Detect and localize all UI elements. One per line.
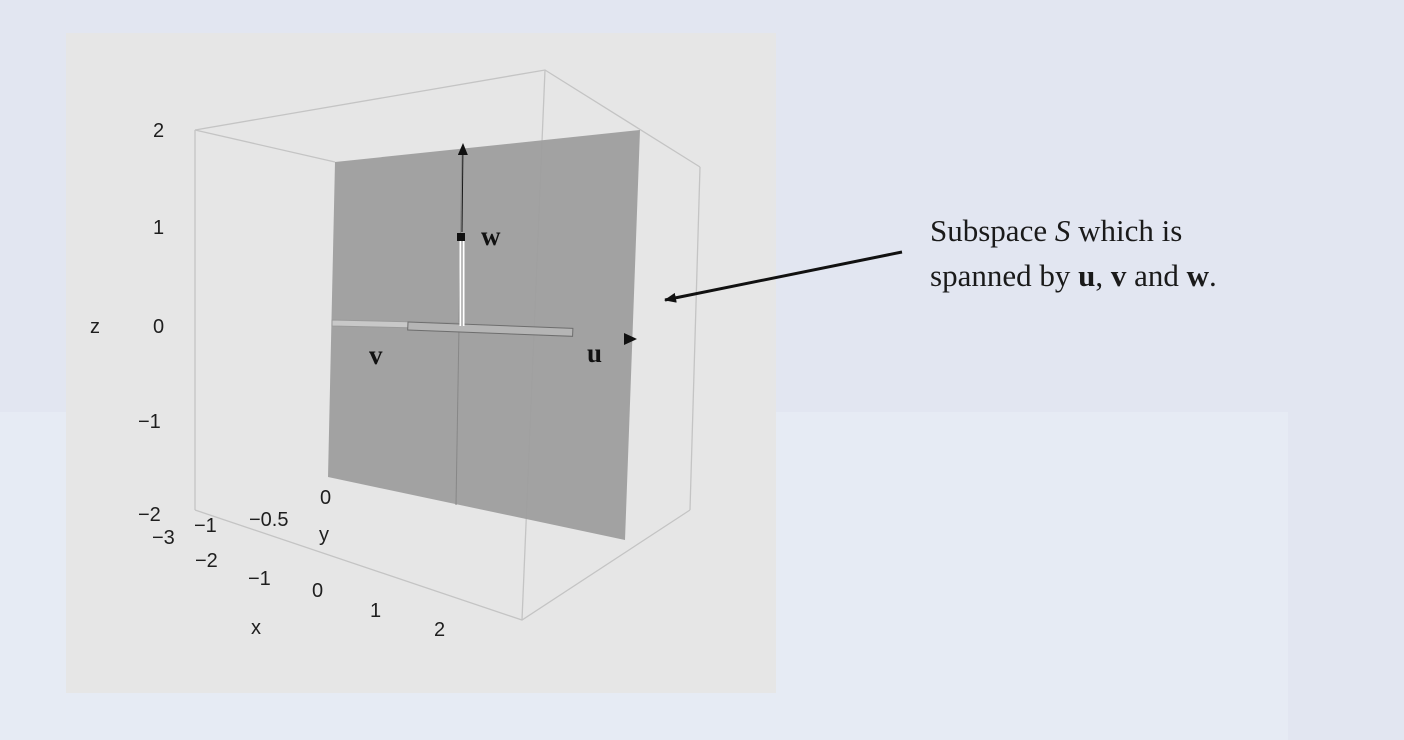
annotation-arrow <box>664 250 903 303</box>
z-tick-2: 2 <box>153 120 164 142</box>
y-tick-0: 0 <box>320 487 331 509</box>
subspace-symbol: S <box>1054 213 1071 248</box>
vector-label-u: u <box>587 338 602 368</box>
vector-w-tip <box>457 233 465 241</box>
vector-label-v: v <box>369 340 383 370</box>
y-tick-minus-1: −1 <box>194 515 217 537</box>
box-right-vertical-edge <box>689 166 701 511</box>
annotation-separator-1: , <box>1095 258 1111 293</box>
vector-u-bar <box>407 321 574 337</box>
annotation-vector-u: u <box>1078 258 1096 293</box>
x-tick-minus-3: −3 <box>152 527 175 549</box>
subspace-plane <box>328 130 640 540</box>
z-tick-minus-2: −2 <box>138 504 161 526</box>
annotation-spanned-by: spanned by <box>930 258 1079 293</box>
annotation-vector-v: v <box>1110 258 1127 293</box>
x-tick-0: 0 <box>312 580 323 602</box>
annotation-line-1: Subspace S which is <box>930 208 1370 253</box>
box-front-top-edge <box>194 129 336 163</box>
x-axis-label: x <box>251 617 261 639</box>
z-axis-label: z <box>90 316 100 338</box>
annotation-line-2: spanned by u, v and w. <box>930 253 1370 298</box>
z-axis: z 2 1 0 −1 −2 <box>90 120 164 526</box>
box-bottom-edges <box>194 509 691 621</box>
x-tick-2: 2 <box>434 619 445 641</box>
z-tick-0: 0 <box>153 316 164 338</box>
x-tick-minus-1: −1 <box>248 568 271 590</box>
annotation-suffix: which is <box>1070 213 1183 248</box>
annotation-separator-2: and <box>1126 258 1187 293</box>
subspace-annotation: Subspace S which is spanned by u, v and … <box>930 208 1370 298</box>
z-tick-minus-1: −1 <box>138 411 161 433</box>
x-tick-1: 1 <box>370 600 381 622</box>
y-axis-label: y <box>319 524 329 546</box>
annotation-vector-w: w <box>1186 258 1209 293</box>
annotation-period: . <box>1209 258 1217 293</box>
z-direction-arrow <box>457 143 468 233</box>
annotation-prefix: Subspace <box>930 213 1055 248</box>
x-axis: −3 −2 −1 0 1 2 x <box>152 527 445 641</box>
y-tick-minus-0-5: −0.5 <box>249 509 288 531</box>
x-tick-minus-2: −2 <box>195 550 218 572</box>
u-direction-arrowhead <box>624 333 637 345</box>
y-axis: −1 −0.5 0 y <box>194 487 331 546</box>
vector-label-w: w <box>481 221 501 251</box>
z-tick-1: 1 <box>153 217 164 239</box>
